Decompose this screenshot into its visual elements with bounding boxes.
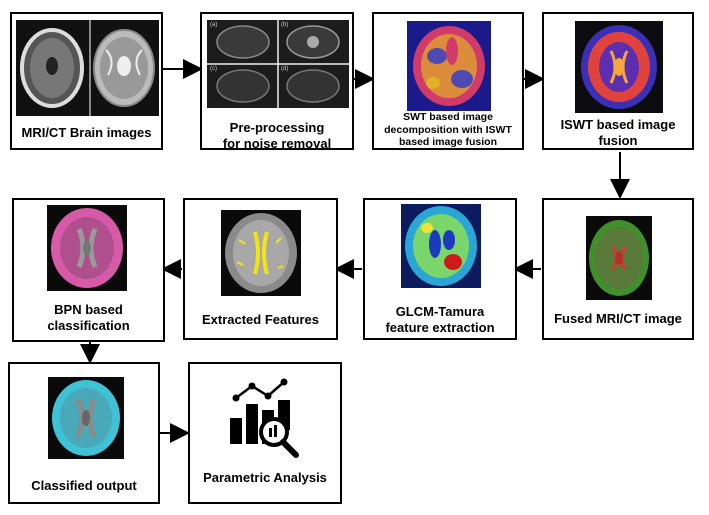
panel-label-b: (b): [281, 22, 289, 28]
box-mri-ct-brain-images: MRI/CT Brain images: [10, 12, 163, 150]
box-bpn-classification: BPN based classification: [12, 198, 165, 342]
classified-output-image: [48, 377, 124, 459]
classified-label: Classified output: [31, 478, 137, 493]
box-swt-decomposition: SWT based image decomposition with ISWT …: [372, 12, 524, 150]
extracted-feature-scan: [221, 210, 301, 296]
box-iswt-fusion: ISWT based image fusion: [542, 12, 694, 150]
swt-label: SWT based image decomposition with ISWT …: [384, 111, 512, 149]
classified-brain-scan: [48, 377, 124, 459]
bpn-classification-image: [47, 205, 127, 291]
panel-label-c: (c): [210, 66, 217, 72]
panel-label-a: (a): [210, 22, 218, 28]
extracted-label: Extracted Features: [201, 312, 320, 327]
box-parametric-analysis: Parametric Analysis: [188, 362, 342, 504]
fused-label: Fused MRI/CT image: [554, 311, 682, 326]
box-extracted-features: Extracted Features: [183, 198, 338, 340]
swt-heatmap-image: [407, 21, 491, 111]
box-classified-output: Classified output: [8, 362, 160, 504]
iswt-color-map: [575, 21, 663, 113]
brain-scan-images: [16, 20, 159, 116]
bpn-brain-scan: [47, 205, 127, 291]
iswt-label: ISWT based image fusion: [560, 117, 676, 148]
box-preprocessing: (a) (b) (c) (d) Pre-processing for noise…: [200, 12, 354, 151]
mri-ct-label: MRI/CT Brain images: [21, 125, 152, 140]
preprocess-image-grid: (a) (b) (c) (d): [207, 20, 349, 108]
mri-ct-image-pair: [16, 20, 159, 116]
glcm-feature-image: [401, 204, 481, 288]
preprocess-panels: [207, 20, 349, 108]
iswt-fused-image: [575, 21, 663, 113]
fused-brain-scan: [586, 216, 652, 300]
swt-color-map: [407, 21, 491, 111]
parametric-label: Parametric Analysis: [203, 470, 327, 485]
fused-mri-ct-image: [586, 216, 652, 300]
bpn-label: BPN based classification: [47, 302, 130, 333]
box-fused-image: Fused MRI/CT image: [542, 198, 694, 340]
glcm-label: GLCM-Tamura feature extraction: [385, 304, 495, 335]
glcm-color-map: [401, 204, 481, 288]
preprocess-label: Pre-processing for noise removal: [222, 120, 332, 151]
panel-label-d: (d): [281, 66, 289, 72]
extracted-features-image: [221, 210, 301, 296]
box-glcm-tamura: GLCM-Tamura feature extraction: [363, 198, 517, 340]
analytics-magnifier-icon: [222, 376, 312, 460]
